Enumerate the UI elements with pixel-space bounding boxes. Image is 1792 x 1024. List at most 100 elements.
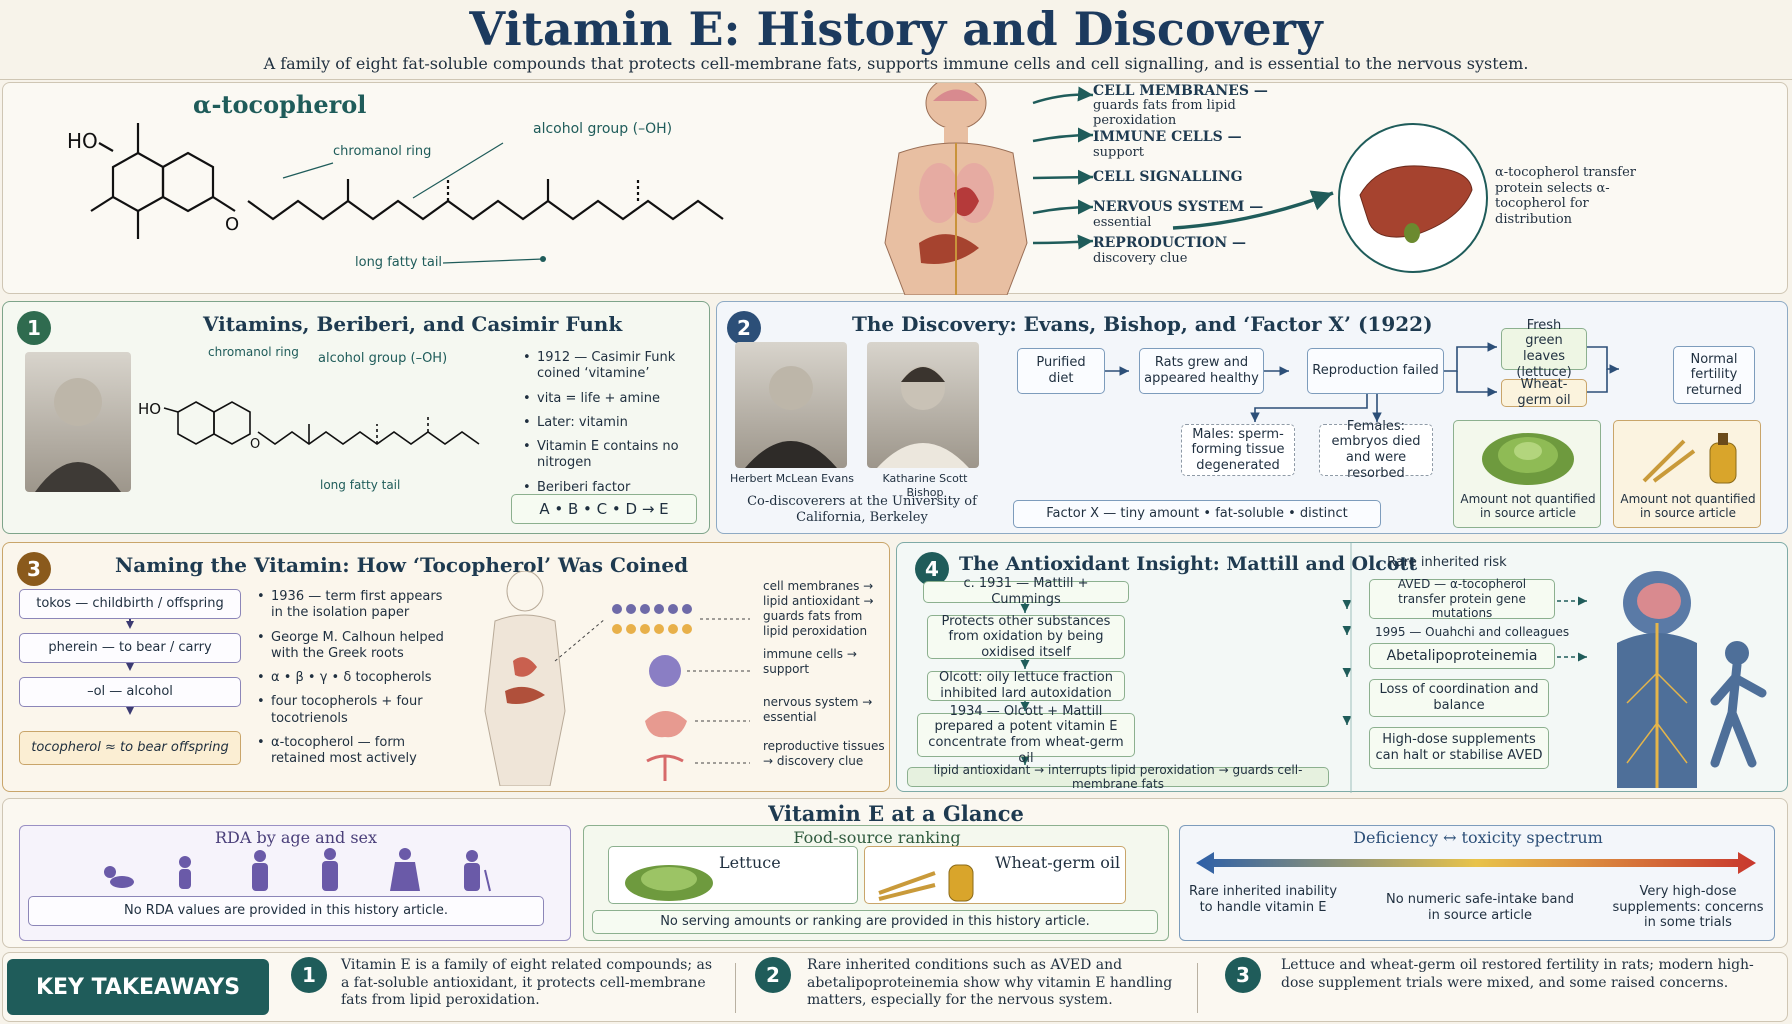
risk-abetalipoproteinemia: Abetalipoproteinemia (1369, 643, 1555, 669)
list-item: George M. Calhoun helped with the Greek … (257, 630, 447, 663)
flow-green-leaves: Fresh green leaves (lettuce) (1501, 318, 1587, 380)
flow-wheat-germ-oil: Wheat-germ oil (1501, 377, 1587, 408)
food-wheat-label: Wheat-germ oil (995, 853, 1121, 872)
target-reproductive: reproductive tissues → discovery clue (763, 739, 885, 768)
spectrum-title: Deficiency ↔ toxicity spectrum (1353, 828, 1603, 847)
risk-title: Rare inherited risk (1387, 555, 1507, 570)
section-2-badge: 2 (727, 311, 761, 345)
woman-icon (390, 848, 420, 891)
spectrum-mid: No numeric safe-intake band in source ar… (1385, 892, 1574, 923)
takeaway-1-text: Vitamin E is a family of eight related c… (341, 957, 713, 1008)
rda-title: RDA by age and sex (214, 828, 378, 847)
role-desc: discovery clue (1093, 251, 1188, 266)
takeaway-3-badge: 3 (1225, 957, 1261, 993)
role-title: CELL SIGNALLING (1093, 169, 1243, 185)
risk-aved: AVED — α-tocopherol transfer protein gen… (1369, 577, 1555, 620)
toddler-icon (179, 856, 191, 889)
list-item: 1936 — term first appears in the isolati… (257, 589, 447, 622)
section-1-sequence: A • B • C • D → E (511, 494, 697, 524)
wheat-oil-icon (1642, 433, 1737, 484)
rda-card: RDA by age and sex No RDA values are pro… (19, 825, 571, 941)
role-desc: guards fats from lipid peroxidation (1093, 98, 1236, 128)
sec1-alcohol-label: alcohol group (–OH) (318, 351, 447, 366)
role-title: NERVOUS SYSTEM — (1093, 199, 1264, 215)
bishop-portrait (867, 342, 979, 468)
takeaway-1-badge: 1 (291, 957, 327, 993)
section-3-title: Naming the Vitamin: How ‘Tocopherol’ Was… (115, 553, 689, 577)
target-immune-cells: immune cells → support (763, 647, 857, 676)
liver-note: α-tocopherol transfer protein selects α-… (1495, 165, 1637, 227)
list-item: Beriberi factor (523, 480, 693, 497)
role-cell-membranes: CELL MEMBRANES — guards fats from lipid … (1093, 83, 1293, 129)
page-title: Vitamin E: History and Discovery (469, 2, 1323, 56)
section-3-panel: 3 Naming the Vitamin: How ‘Tocopherol’ W… (2, 542, 890, 792)
wheat-oil-icon (878, 864, 974, 902)
section-1-bullets: 1912 — Casimir Funk coined ‘vitamine’ vi… (523, 350, 693, 504)
section-4-badge: 4 (915, 552, 949, 586)
target-cell-membranes: cell membranes → lipid antioxidant → gua… (763, 579, 874, 638)
spectrum-right: Very high-dose supplements: concerns in … (1612, 884, 1764, 931)
hero-arrows (1032, 86, 1334, 250)
role-reproduction: REPRODUCTION — discovery clue (1093, 235, 1293, 266)
section-2-flow-arrows (1105, 342, 1619, 422)
role-cell-signalling: CELL SIGNALLING (1093, 169, 1293, 185)
root-tocopherol: tocopherol ≈ to bear offspring (19, 731, 241, 765)
takeaways-panel: KEY TAKEAWAYS 1 Vitamin E is a family of… (2, 952, 1788, 1022)
section-1-badge: 1 (17, 311, 51, 345)
step-concentrate: 1934 — Olcott + Mattill prepared a poten… (917, 704, 1135, 766)
list-item: vita = life + amine (523, 391, 693, 408)
lettuce-card: Amount not quantified in source article (1453, 420, 1601, 528)
sec1-tail-label: long fatty tail (320, 478, 400, 492)
sec1-ho-label: HO (138, 400, 161, 418)
risk-loss-coordination: Loss of coordination and balance (1369, 679, 1549, 717)
hero-molecule-name: α-tocopherol (193, 90, 366, 119)
hero-ho-label: HO (67, 129, 98, 153)
adult-icon (322, 848, 338, 891)
person-icon (35, 378, 121, 492)
page-subtitle: A family of eight fat-soluble compounds … (263, 54, 1529, 73)
food-wheat-card: Wheat-germ oil (864, 846, 1126, 904)
section-1-title: Vitamins, Beriberi, and Casimir Funk (203, 312, 623, 336)
section-1-molecule: chromanol ring alcohol group (–OH) HO O … (138, 345, 480, 492)
glance-title: Vitamin E at a Glance (768, 801, 1024, 826)
section-2-title: The Discovery: Evans, Bishop, and ‘Facto… (852, 312, 1433, 336)
role-immune-cells: IMMUNE CELLS — support (1093, 129, 1293, 160)
flow-females: Females: embryos died and were resorbed (1319, 419, 1433, 481)
section-1-panel: 1 Vitamins, Beriberi, and Casimir Funk c… (2, 301, 710, 534)
lettuce-icon (1482, 433, 1574, 485)
section-3-bullets: 1936 — term first appears in the isolati… (257, 589, 447, 775)
flow-normal-fertility: Normal fertility returned (1673, 346, 1755, 404)
role-desc: essential (1093, 215, 1152, 230)
flow-rats-grew: Rats grew and appeared healthy (1139, 348, 1264, 394)
hero-alcohol-label: alcohol group (–OH) (533, 121, 672, 137)
risk-high-dose: High-dose supplements can halt or stabil… (1369, 727, 1549, 769)
role-title: IMMUNE CELLS — (1093, 129, 1242, 145)
section-2-caption: Co-discoverers at the University of Cali… (747, 494, 977, 525)
spectrum-left: Rare inherited inability to handle vitam… (1188, 884, 1338, 915)
section-3-badge: 3 (17, 552, 51, 586)
risk-ouahchi: 1995 — Ouahchi and colleagues (1375, 625, 1570, 639)
amount-note: Amount not quantified in source article (1620, 492, 1756, 520)
food-card: Food-source ranking Lettuce Wheat-germ o… (583, 825, 1169, 941)
spectrum-bar (1196, 852, 1756, 874)
hero-panel: α-tocopherol HO O chromanol ring alcohol… (2, 82, 1788, 295)
section-2-panel: 2 The Discovery: Evans, Bishop, and ‘Fac… (716, 301, 1788, 534)
hero-molecule-diagram: α-tocopherol HO O chromanol ring alcohol… (67, 90, 724, 270)
step-protects: Protects other substances from oxidation… (927, 614, 1125, 660)
sec1-chromanol-label: chromanol ring (208, 345, 299, 359)
sec1-o-label: O (250, 437, 260, 452)
hero-tail-label: long fatty tail (355, 255, 442, 270)
list-item: 1912 — Casimir Funk coined ‘vitamine’ (523, 350, 693, 383)
section-4-title: The Antioxidant Insight: Mattill and Olc… (959, 553, 1418, 575)
role-title: REPRODUCTION — (1093, 235, 1246, 251)
takeaway-divider (735, 963, 736, 1013)
evans-portrait (735, 342, 847, 468)
takeaway-2-badge: 2 (755, 957, 791, 993)
flow-reproduction-failed: Reproduction failed (1307, 348, 1444, 394)
page-header: Vitamin E: History and Discovery A famil… (0, 0, 1792, 80)
takeaway-divider (1197, 963, 1198, 1013)
root-ol: –ol — alcohol (19, 677, 241, 707)
step-mattill-cummings: c. 1931 — Mattill + Cummings (923, 576, 1129, 607)
liver-circle (1338, 123, 1488, 273)
food-lettuce-card: Lettuce (608, 846, 858, 904)
